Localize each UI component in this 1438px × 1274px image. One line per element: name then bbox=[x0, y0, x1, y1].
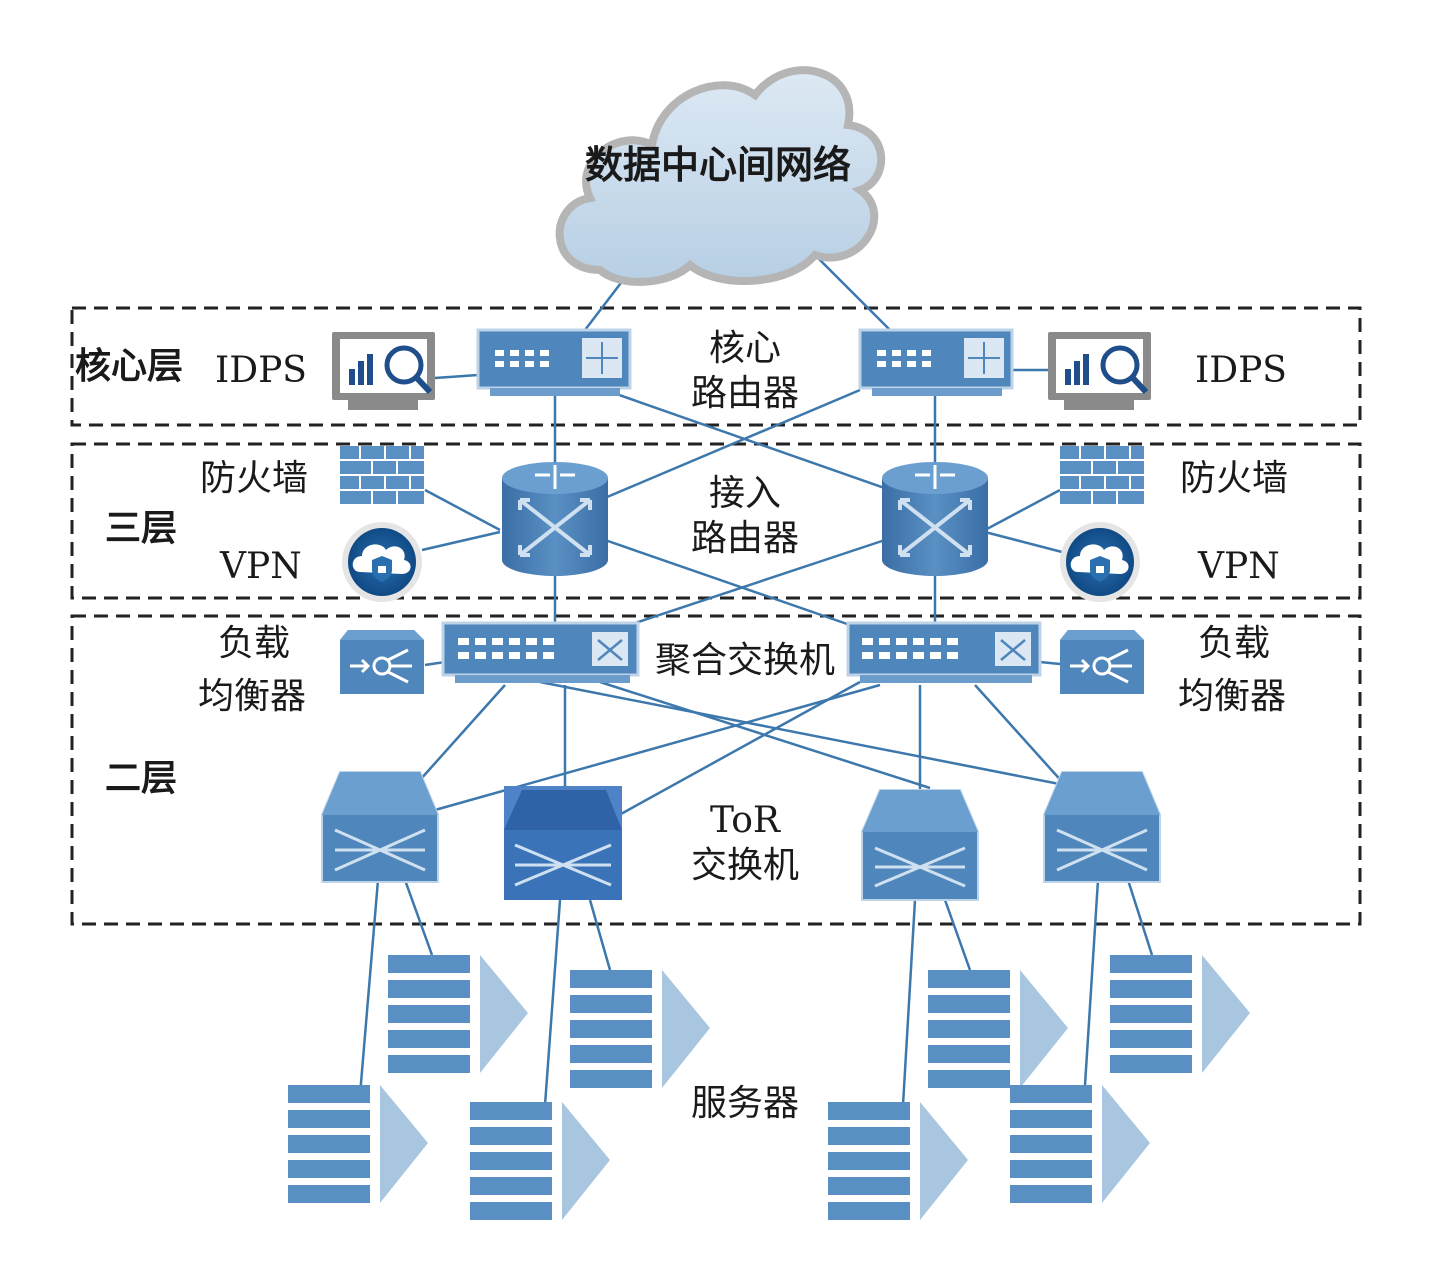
access-router-right bbox=[882, 462, 988, 576]
l3-layer-box bbox=[70, 442, 1362, 600]
core-router-label-2: 路由器 bbox=[691, 373, 799, 414]
lb-left-icon bbox=[340, 630, 424, 694]
idps-left-label: IDPS bbox=[215, 350, 307, 391]
vpn-right-icon bbox=[1060, 522, 1140, 602]
access-router-label-2: 路由器 bbox=[691, 518, 799, 559]
firewall-left-label: 防火墙 bbox=[200, 458, 308, 499]
server-6 bbox=[1110, 955, 1250, 1073]
tor-switch-1 bbox=[321, 771, 439, 883]
lb-right-label-1: 负载 bbox=[1198, 623, 1270, 664]
tor-switch-2-highlighted bbox=[504, 786, 622, 900]
access-router-left bbox=[502, 462, 608, 576]
server-7 bbox=[828, 1102, 968, 1220]
lb-right-label-2: 均衡器 bbox=[1178, 676, 1286, 717]
tor-label-1: ToR bbox=[710, 800, 781, 841]
idps-right-label: IDPS bbox=[1195, 350, 1287, 391]
lb-right-icon bbox=[1060, 630, 1144, 694]
vpn-left-icon bbox=[342, 522, 422, 602]
cloud-label: 数据中心间网络 bbox=[585, 143, 851, 187]
lb-left-label-1: 负载 bbox=[218, 623, 290, 664]
layer-label-core: 核心层 bbox=[75, 346, 183, 387]
servers-label: 服务器 bbox=[691, 1083, 799, 1124]
server-2 bbox=[570, 970, 710, 1088]
server-4 bbox=[470, 1102, 610, 1220]
firewall-left-icon bbox=[340, 446, 424, 504]
layer-label-l3: 三层 bbox=[105, 508, 177, 549]
server-8 bbox=[1010, 1085, 1150, 1203]
vpn-left-label: VPN bbox=[219, 546, 302, 587]
tor-label-2: 交换机 bbox=[691, 845, 799, 886]
core-router-label-1: 核心 bbox=[709, 328, 781, 369]
tor-switch-4 bbox=[1043, 771, 1161, 883]
l2-layer-box bbox=[70, 614, 1362, 926]
firewall-right-label: 防火墙 bbox=[1180, 458, 1288, 499]
server-3 bbox=[288, 1085, 428, 1203]
layer-label-l2: 二层 bbox=[105, 758, 177, 799]
vpn-right-label: VPN bbox=[1197, 546, 1280, 587]
idps-right-icon bbox=[1048, 332, 1151, 410]
cloud-icon bbox=[555, 66, 886, 286]
core-router-left bbox=[476, 328, 632, 396]
core-router-right bbox=[858, 328, 1014, 396]
server-1 bbox=[388, 955, 528, 1073]
agg-switch-label: 聚合交换机 bbox=[655, 640, 835, 681]
lb-left-label-2: 均衡器 bbox=[198, 676, 306, 717]
idps-left-icon bbox=[332, 332, 435, 410]
tor-switch-3 bbox=[861, 789, 979, 901]
agg-switch-left bbox=[441, 621, 640, 683]
access-router-label-1: 接入 bbox=[709, 473, 781, 514]
agg-switch-right bbox=[846, 621, 1042, 683]
firewall-right-icon bbox=[1060, 446, 1144, 504]
server-5 bbox=[928, 970, 1068, 1088]
core-layer-box bbox=[70, 306, 1362, 427]
